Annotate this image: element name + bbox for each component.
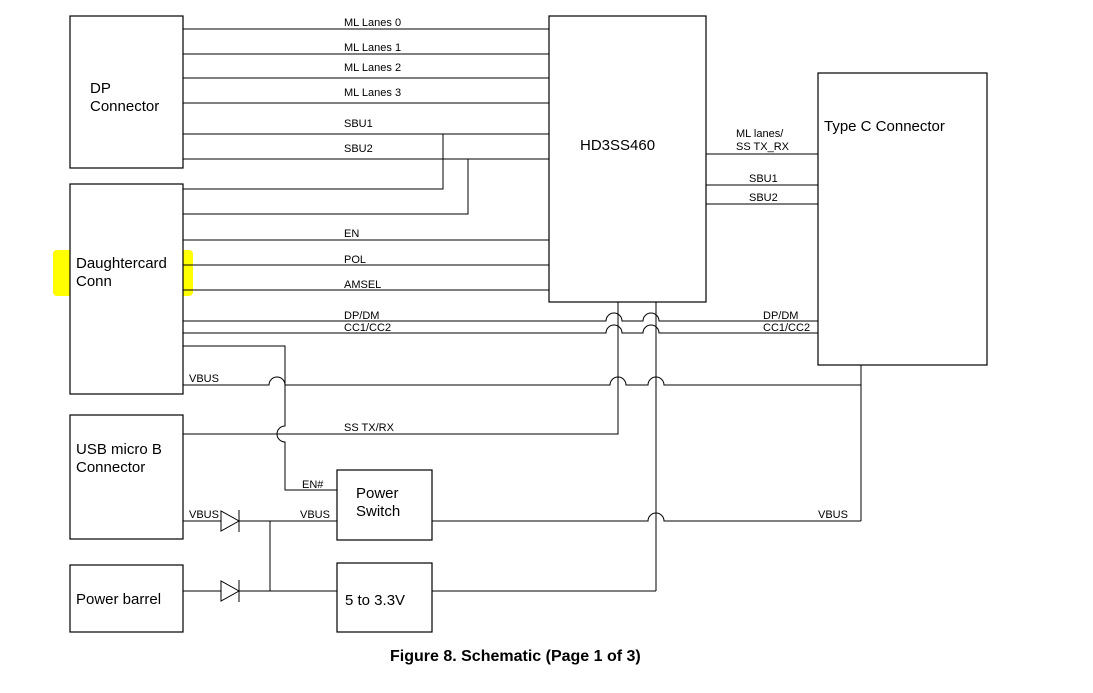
label-dpdm: DP/DM: [344, 310, 379, 322]
figure-caption: Figure 8. Schematic (Page 1 of 3): [390, 648, 641, 665]
hd3ss460-block: HD3SS460: [548, 15, 707, 303]
label-vbus-daughtercard: VBUS: [189, 373, 219, 385]
label-cc: CC1/CC2: [344, 322, 391, 334]
usb-micro-b-block: USB micro B Connector: [69, 414, 184, 540]
label-sbu2-typec: SBU2: [749, 192, 778, 204]
label-ml-lanes-0: ML Lanes 0: [344, 17, 401, 29]
label-sbu2: SBU2: [344, 143, 373, 155]
label-ml-lanes-typec-line2: SS TX_RX: [736, 141, 790, 153]
label-ss-tx-rx: SS TX/RX: [344, 422, 395, 434]
label-en-n: EN#: [302, 479, 324, 491]
label-cc-typec: CC1/CC2: [763, 322, 810, 334]
type-c-connector-block: Type C Connector: [817, 72, 988, 366]
regulator-label: 5 to 3.3V: [345, 592, 405, 609]
label-vbus-right: VBUS: [818, 509, 848, 521]
daughtercard-label-line1: Daughtercard: [76, 255, 167, 272]
diode-usb-icon: [220, 510, 241, 532]
label-ml-lanes-3: ML Lanes 3: [344, 87, 401, 99]
usb-label-line2: Connector: [76, 459, 145, 476]
wire-sbu2-tap: [183, 159, 469, 215]
dp-connector-block: DP Connector: [69, 15, 184, 169]
label-sbu1: SBU1: [344, 118, 373, 130]
label-en: EN: [344, 228, 359, 240]
wire-vbus-switch-out: [432, 512, 861, 522]
power-barrel-block: Power barrel: [69, 564, 184, 633]
usb-label-line1: USB micro B: [76, 441, 162, 458]
label-pol: POL: [344, 254, 366, 266]
wire-dpdm: [183, 312, 818, 322]
daughtercard-label-line2: Conn: [76, 273, 112, 290]
label-dpdm-typec: DP/DM: [763, 310, 798, 322]
regulator-block: 5 to 3.3V: [336, 562, 433, 633]
label-vbus-power-switch: VBUS: [300, 509, 330, 521]
hd3ss460-label: HD3SS460: [580, 137, 655, 154]
label-vbus-usb: VBUS: [189, 509, 219, 521]
power-switch-block: Power Switch: [336, 469, 433, 541]
wire-sbu1-tap: [183, 134, 444, 190]
wire-ss-drop: [183, 302, 619, 435]
wire-cc: [183, 324, 818, 334]
label-ml-lanes-2: ML Lanes 2: [344, 62, 401, 74]
power-barrel-label: Power barrel: [76, 591, 161, 608]
label-ml-lanes-1: ML Lanes 1: [344, 42, 401, 54]
wire-vbus-main: [183, 376, 861, 386]
wire-en-n: [183, 345, 337, 491]
label-sbu1-typec: SBU1: [749, 173, 778, 185]
label-amsel: AMSEL: [344, 279, 381, 291]
dp-connector-label-line1: DP: [90, 80, 111, 97]
power-switch-label-line1: Power: [356, 485, 399, 502]
diode-barrel-icon: [220, 580, 241, 602]
type-c-label: Type C Connector: [824, 118, 945, 135]
label-ml-lanes-typec-line1: ML lanes/: [736, 128, 784, 140]
dp-connector-label-line2: Connector: [90, 98, 159, 115]
daughtercard-block: Daughtercard Conn: [69, 183, 184, 395]
power-switch-label-line2: Switch: [356, 503, 400, 520]
